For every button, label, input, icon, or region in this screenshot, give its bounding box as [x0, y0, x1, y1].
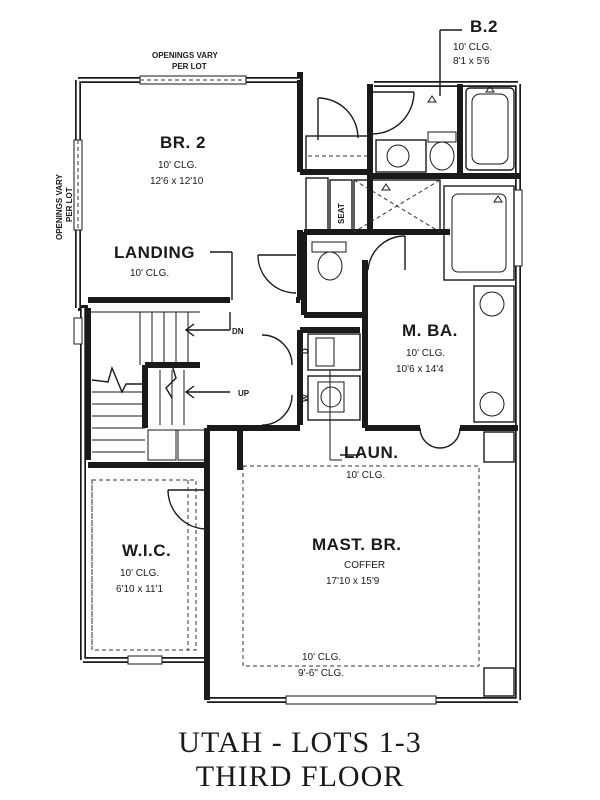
- drawing-title: UTAH - LOTS 1-3 THIRD FLOOR: [178, 726, 421, 793]
- master-bath-size: 10'6 x 14'4: [396, 364, 444, 375]
- coffer-outline: [91, 465, 480, 667]
- wic-name: W.I.C.: [122, 541, 171, 560]
- title-line-1: UTAH - LOTS 1-3: [178, 726, 421, 759]
- master-bath-name: M. BA.: [402, 321, 458, 340]
- openings-note-left-line2: PER LOT: [65, 187, 74, 222]
- bedroom2-name: BR. 2: [160, 133, 206, 152]
- landing-ceiling: 10' CLG.: [130, 268, 169, 279]
- bath2-name: B.2: [470, 17, 498, 36]
- bath2-ceiling: 10' CLG.: [453, 42, 492, 53]
- stairs: [88, 311, 231, 461]
- bath-fixtures: [307, 85, 515, 461]
- openings-note-left-line1: OPENINGS VARY: [55, 174, 64, 240]
- dryer-label: D: [301, 348, 310, 354]
- seat-label: SEAT: [337, 203, 346, 224]
- stair-down-label: DN: [232, 327, 244, 336]
- master-bedroom-name: MAST. BR.: [312, 535, 402, 554]
- laundry-name: LAUN.: [344, 443, 398, 462]
- master-bedroom-size: 17'10 x 15'9: [326, 576, 380, 587]
- openings-note-top-line1: OPENINGS VARY: [152, 51, 218, 60]
- door-swings: [167, 91, 461, 530]
- laundry-ceiling: 10' CLG.: [346, 470, 385, 481]
- master-bedroom-ceiling-note-2: 9'-6" CLG.: [298, 668, 344, 679]
- room-labels: B.2 10' CLG. 8'1 x 5'6 OPENINGS VARY PER…: [55, 17, 498, 679]
- bedroom2-ceiling: 10' CLG.: [158, 160, 197, 171]
- leader-lines: [210, 29, 462, 456]
- bedroom2-size: 12'6 x 12'10: [150, 176, 204, 187]
- landing-name: LANDING: [114, 243, 195, 262]
- built-ins: [305, 135, 515, 697]
- wic-size: 6'10 x 11'1: [116, 584, 163, 595]
- stair-up-label: UP: [238, 389, 250, 398]
- master-bedroom-coffer: COFFER: [344, 560, 385, 571]
- master-bedroom-ceiling-note-1: 10' CLG.: [302, 652, 341, 663]
- master-bath-ceiling: 10' CLG.: [406, 348, 445, 359]
- interior-walls: [85, 80, 520, 700]
- openings-note-top-line2: PER LOT: [172, 62, 207, 71]
- wic-ceiling: 10' CLG.: [120, 568, 159, 579]
- title-line-2: THIRD FLOOR: [196, 760, 405, 793]
- bath2-size: 8'1 x 5'6: [453, 56, 490, 67]
- washer-label: W: [301, 394, 310, 402]
- window-markers: [73, 75, 523, 705]
